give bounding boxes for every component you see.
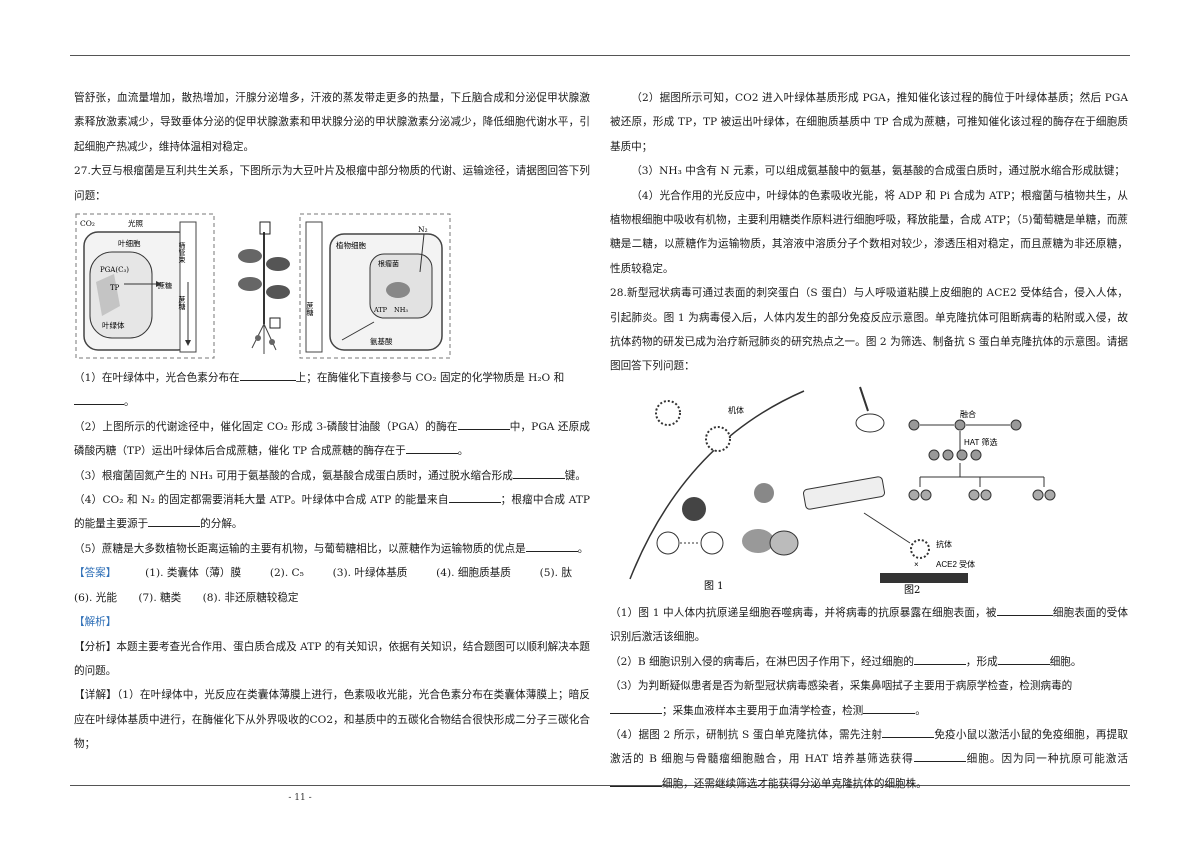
figure-1-caption: 图 1	[704, 580, 724, 592]
sucrose-tube-label: 蔗糖	[178, 295, 186, 311]
answer-3: (3). 叶绿体基质	[332, 567, 408, 580]
tp-label: TP	[110, 284, 120, 292]
light-label: 光照	[128, 218, 143, 228]
soybean-metabolism-figure: CO₂ 光照 叶细胞 PGA(C₃) TP 蔗糖 叶绿体 筛管束 蔗糖 蔗糖 植…	[75, 213, 451, 359]
question-27-2: （2）上图所示的代谢途径中，催化固定 CO₂ 形成 3-磷酸甘油酸（PGA）的酶…	[74, 415, 590, 464]
question-28-stem: 28.新型冠状病毒可通过表面的刺突蛋白（S 蛋白）与人呼吸道粘膜上皮细胞的 AC…	[610, 287, 1128, 373]
continued-paragraph: 管舒张，血流量增加，散热增加，汗腺分泌增多，汗液的蒸发带走更多的热量，下丘脑合成…	[74, 92, 590, 153]
body-label: 机体	[728, 405, 744, 415]
co2-label: CO₂	[80, 219, 95, 228]
question-28-3: （3）为判断疑似患者是否为新型冠状病毒感染者，采集鼻咽拭子主要用于病原学检查，检…	[610, 680, 1073, 717]
question-27-1: （1）在叶绿体中，光合色素分布在上；在酶催化下直接参与 CO₂ 固定的化学物质是…	[74, 366, 590, 415]
explanation-4-5: （4）光合作用的光反应中，叶绿体的色素吸收光能，将 ADP 和 Pi 合成为 A…	[610, 189, 1128, 275]
amino-acid-label: 氨基酸	[370, 336, 393, 346]
sucrose-right-label: 蔗糖	[306, 301, 314, 317]
question-27-stem: 27.大豆与根瘤菌是互利共生关系，下图所示为大豆叶片及根瘤中部分物质的代谢、运输…	[74, 165, 590, 202]
svg-text:×: ×	[914, 560, 919, 569]
answer-7: (7). 糖类	[138, 591, 182, 604]
analysis-tag: 【解析】	[74, 616, 117, 629]
plant-cell-label: 植物细胞	[336, 240, 366, 250]
answer-1: (1). 类囊体（薄）膜	[145, 567, 242, 580]
question-28-1: （1）图 1 中人体内抗原递呈细胞吞噬病毒，并将病毒的抗原暴露在细胞表面，被细胞…	[610, 601, 1128, 650]
antibody-label: 抗体	[936, 539, 952, 549]
hat-label: HAT 筛选	[964, 437, 997, 447]
answer-6: (6). 光能	[74, 591, 117, 604]
question-28-4: （4）据图 2 所示，研制抗 S 蛋白单克隆抗体，需先注射免疫小鼠以激活小鼠的免…	[610, 723, 1128, 796]
n2-label: N₂	[418, 225, 428, 234]
answer-line: 【答案】 (1). 类囊体（薄）膜 (2). C₅ (3). 叶绿体基质 (4)…	[74, 561, 590, 610]
atp-label: ATP	[373, 306, 388, 314]
answer-2: (2). C₅	[269, 567, 304, 580]
answer-4: (4). 细胞质基质	[436, 567, 511, 580]
explanation-3: （3）NH₃ 中含有 N 元素，可以组成氨基酸中的氨基，氨基酸的合成蛋白质时，通…	[631, 165, 1125, 178]
answer-tag: 【答案】	[74, 567, 117, 580]
question-27-5: （5）蔗糖是大多数植物长距离运输的主要有机物，与葡萄糖相比，以蔗糖作为运输物质的…	[74, 537, 590, 561]
figure-2-caption: 图2	[904, 584, 920, 596]
footer-rule	[70, 785, 1130, 786]
chloroplast-label: 叶绿体	[102, 320, 125, 330]
fusion-label: 融合	[960, 409, 976, 419]
question-27-4: （4）CO₂ 和 N₂ 的固定都需要消耗大量 ATP。叶绿体中合成 ATP 的能…	[74, 488, 590, 537]
page-number: - 11 -	[288, 793, 312, 803]
header-rule	[70, 55, 1130, 56]
sieve-tube-label: 筛管束	[178, 241, 186, 264]
immune-antibody-figure: 机体 图 1 融合 HAT 筛选	[629, 386, 1056, 596]
left-column: 管舒张，血流量增加，散热增加，汗腺分泌增多，汗液的蒸发带走更多的热量，下丘脑合成…	[74, 86, 590, 757]
analysis-fenxi: 【分析】本题主要考查光合作用、蛋白质合成及 ATP 的有关知识，依据有关知识，结…	[74, 640, 590, 677]
answer-5: (5). 肽	[539, 567, 572, 580]
nh3-label: NH₃	[394, 306, 408, 314]
question-28-2: （2）B 细胞识别入侵的病毒后，在淋巴因子作用下，经过细胞的，形成细胞。	[610, 650, 1128, 674]
right-column: （2）据图所示可知，CO2 进入叶绿体基质形成 PGA，推知催化该过程的酶位于叶…	[610, 86, 1128, 796]
ace2-label: ACE2 受体	[936, 559, 975, 569]
analysis-xiangjie: 【详解】（1）在叶绿体中，光反应在类囊体薄膜上进行，色素吸收光能，光合色素分布在…	[74, 689, 590, 751]
answer-8: (8). 非还原糖较稳定	[202, 591, 299, 604]
leaf-cell-label: 叶细胞	[118, 238, 141, 248]
sucrose-small-label: 蔗糖	[158, 281, 172, 290]
explanation-2: （2）据图所示可知，CO2 进入叶绿体基质形成 PGA，推知催化该过程的酶位于叶…	[610, 92, 1128, 153]
nodule-label: 根瘤菌	[378, 259, 399, 268]
pga-label: PGA(C₃)	[100, 266, 129, 274]
question-27-3: （3）根瘤菌固氮产生的 NH₃ 可用于氨基酸的合成，氨基酸合成蛋白质时，通过脱水…	[74, 464, 590, 488]
